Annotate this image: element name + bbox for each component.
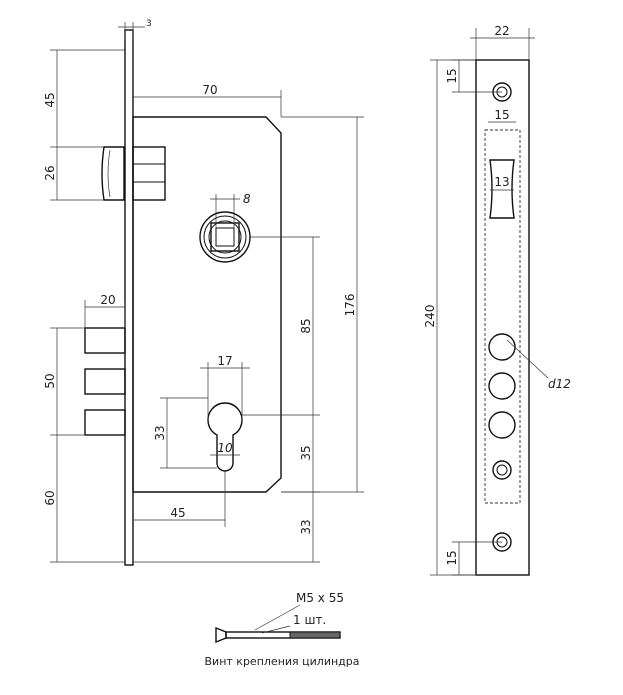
deadbolt-1 xyxy=(84,327,126,354)
dim-13: 13 xyxy=(494,175,509,189)
dim-15-bottom: 15 xyxy=(445,550,459,565)
dim-10: 10 xyxy=(217,441,233,455)
screw-hole-middle xyxy=(492,460,512,480)
screw-caption: Винт крепления цилиндра xyxy=(205,655,360,668)
lock-front-view xyxy=(84,29,282,566)
dim-33-bottom: 33 xyxy=(299,519,313,534)
faceplate-outline xyxy=(475,59,530,576)
dim-17: 17 xyxy=(217,354,232,368)
cylinder-screw: M5 x 55 1 шт. Винт крепления цилиндра xyxy=(205,591,360,668)
bolt-hole-2 xyxy=(488,372,516,400)
dim-33-cyl: 33 xyxy=(153,425,167,440)
spindle-hub xyxy=(199,211,251,263)
dim-50: 50 xyxy=(43,373,57,388)
dim-22: 22 xyxy=(494,24,509,38)
front-dimensions: 3 45 26 70 8 20 50 60 xyxy=(43,19,364,563)
dim-26: 26 xyxy=(43,165,57,180)
dim-60: 60 xyxy=(43,490,57,505)
dim-3: 3 xyxy=(146,19,152,29)
faceplate-strip xyxy=(124,29,134,566)
dim-15-top: 15 xyxy=(445,68,459,83)
bolt-hole-3 xyxy=(488,411,516,439)
dim-85: 85 xyxy=(299,318,313,333)
side-dimensions: 22 15 15 13 240 d12 15 xyxy=(423,24,571,576)
faceplate-side-view xyxy=(475,59,530,576)
dim-45-top: 45 xyxy=(43,92,57,107)
latch-bolt xyxy=(101,146,166,201)
dim-15-width: 15 xyxy=(494,108,509,122)
dim-176: 176 xyxy=(343,294,357,317)
dim-35: 35 xyxy=(299,445,313,460)
latch-slot xyxy=(489,159,515,219)
screw-qty: 1 шт. xyxy=(293,613,326,627)
bolt-hole-1 xyxy=(488,333,516,361)
deadbolt-2 xyxy=(84,368,126,395)
screw-size: M5 x 55 xyxy=(296,591,344,605)
cylinder-hole xyxy=(207,402,243,472)
deadbolt-3 xyxy=(84,409,126,436)
dim-8: 8 xyxy=(243,192,251,206)
dim-45-backset: 45 xyxy=(170,506,185,520)
dim-240: 240 xyxy=(423,305,437,328)
dim-70: 70 xyxy=(202,83,217,97)
dim-20: 20 xyxy=(100,293,115,307)
lock-case xyxy=(132,116,282,493)
faceplate-dashed-body xyxy=(484,129,521,504)
dim-d12: d12 xyxy=(548,377,571,391)
